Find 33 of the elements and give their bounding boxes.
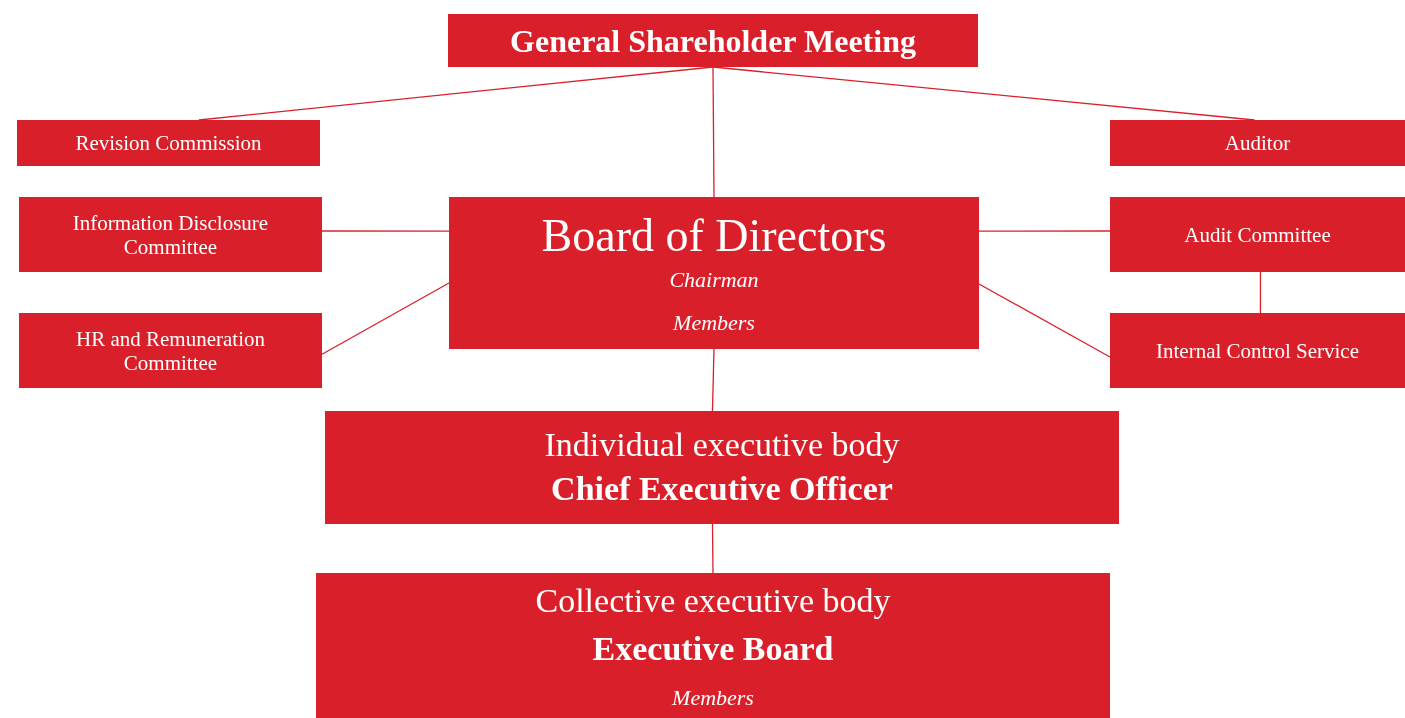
- org-box: [1110, 313, 1405, 388]
- connector-line: [321, 282, 450, 355]
- connector-line: [978, 230, 1111, 232]
- box-label: Executive Board: [592, 628, 834, 669]
- box-label: Board of Directors: [541, 209, 887, 262]
- connector-line: [711, 523, 714, 574]
- connector-line: [1259, 271, 1262, 314]
- org-box: [1110, 197, 1405, 272]
- connector-line: [712, 66, 715, 198]
- org-box: [448, 14, 978, 67]
- org-box: [325, 411, 1119, 524]
- box-label: Individual executive body: [544, 424, 900, 465]
- org-box: [19, 313, 322, 388]
- box-label: Auditor: [1224, 131, 1291, 155]
- box-label: Audit Committee: [1184, 222, 1331, 247]
- org-box: [316, 573, 1110, 718]
- box-label: Chairman: [669, 265, 759, 293]
- org-box: [19, 197, 322, 272]
- org-box: [1110, 120, 1405, 166]
- connector-line: [978, 283, 1111, 358]
- box-label: HR and Remuneration Committee: [75, 326, 266, 375]
- box-label: General Shareholder Meeting: [510, 21, 916, 61]
- box-label: Revision Commission: [75, 131, 262, 155]
- org-box: [17, 120, 320, 166]
- connector-line: [321, 230, 450, 232]
- box-label: Collective executive body: [535, 580, 891, 621]
- connector-line: [711, 348, 715, 412]
- box-label: Chief Executive Officer: [551, 468, 893, 509]
- box-label: Internal Control Service: [1156, 338, 1359, 363]
- org-box: [449, 197, 979, 349]
- box-label: Information Disclosure Committee: [71, 210, 270, 259]
- box-label: Members: [672, 683, 754, 712]
- box-label: Members: [673, 309, 755, 337]
